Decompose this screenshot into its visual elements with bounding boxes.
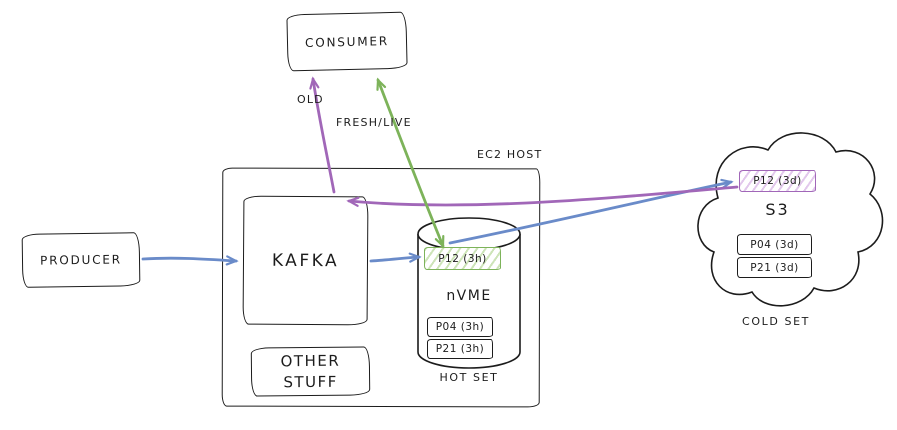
partition-p21-hot: P21 (3h) — [427, 339, 493, 359]
fresh-live-arrow-label: FRESH/LIVE — [336, 116, 412, 129]
partition-p21-cold: P21 (3d) — [737, 257, 812, 278]
partition-p12-cold: P12 (3d) — [739, 170, 816, 192]
other-stuff-box: OTHER STUFF — [250, 346, 371, 397]
other-stuff-line1: OTHER — [280, 351, 341, 371]
partition-p04-cold: P04 (3d) — [737, 234, 812, 255]
s3-label: S3 — [765, 200, 790, 219]
s3-cloud — [697, 132, 884, 307]
cold-set-caption: COLD SET — [742, 315, 810, 328]
producer-label: PRODUCER — [40, 252, 122, 268]
producer-box: PRODUCER — [21, 232, 141, 288]
other-stuff-label: OTHER STUFF — [280, 351, 340, 392]
ec2-host-label: EC2 HOST — [477, 148, 543, 161]
kafka-label: KAFKA — [271, 250, 340, 271]
hot-set-caption: HOT SET — [439, 371, 499, 384]
consumer-label: CONSUMER — [304, 33, 390, 50]
kafka-box: KAFKA — [242, 195, 369, 326]
partition-p04-hot: P04 (3h) — [427, 317, 493, 337]
nvme-label: nVME — [446, 288, 492, 304]
old-arrow-label: OLD — [297, 93, 324, 106]
consumer-box: CONSUMER — [286, 11, 408, 72]
partition-p12-hot: P12 (3h) — [424, 247, 501, 270]
other-stuff-line2: STUFF — [283, 372, 338, 391]
